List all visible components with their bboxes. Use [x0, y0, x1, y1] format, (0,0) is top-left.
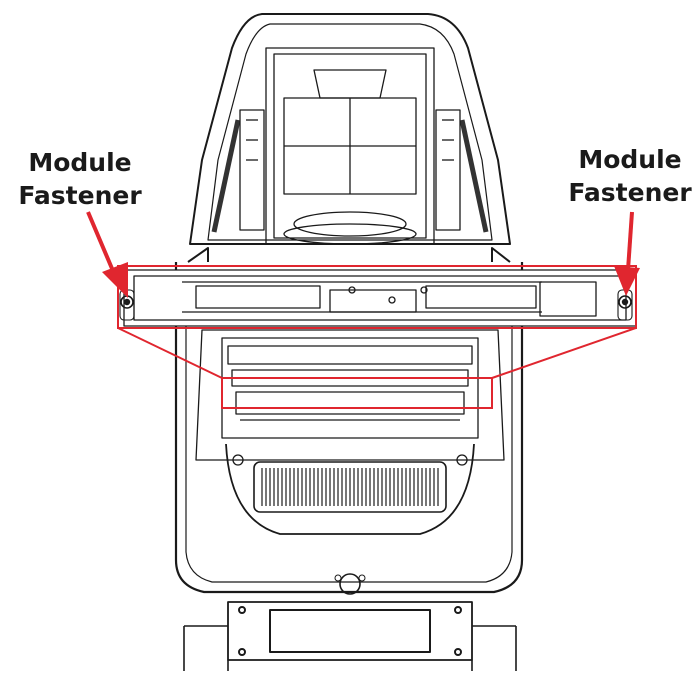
zoom-line-right	[491, 327, 637, 379]
callout-right: Module Fastener	[564, 143, 696, 209]
callout-left-line1: Module	[28, 148, 132, 177]
arrow-down-icon	[614, 211, 640, 296]
fastener-crossbar	[123, 269, 637, 327]
source-highlight-box	[221, 377, 493, 409]
lower-head-module	[195, 329, 505, 535]
callout-left-line2: Fastener	[18, 181, 142, 210]
zoom-line-left	[117, 327, 223, 379]
arrow-down-right-icon	[86, 211, 128, 298]
head-body	[189, 13, 511, 245]
callout-left: Module Fastener	[14, 146, 146, 212]
crossbar-highlight-box	[117, 265, 637, 329]
upper-internal-frame	[239, 47, 461, 245]
heatsink	[253, 461, 447, 513]
callout-right-line1: Module	[578, 145, 682, 174]
fixture-base	[183, 573, 517, 671]
highlight-overlay	[117, 265, 637, 409]
callout-right-line2: Fastener	[568, 178, 692, 207]
yoke-arms	[174, 247, 524, 594]
